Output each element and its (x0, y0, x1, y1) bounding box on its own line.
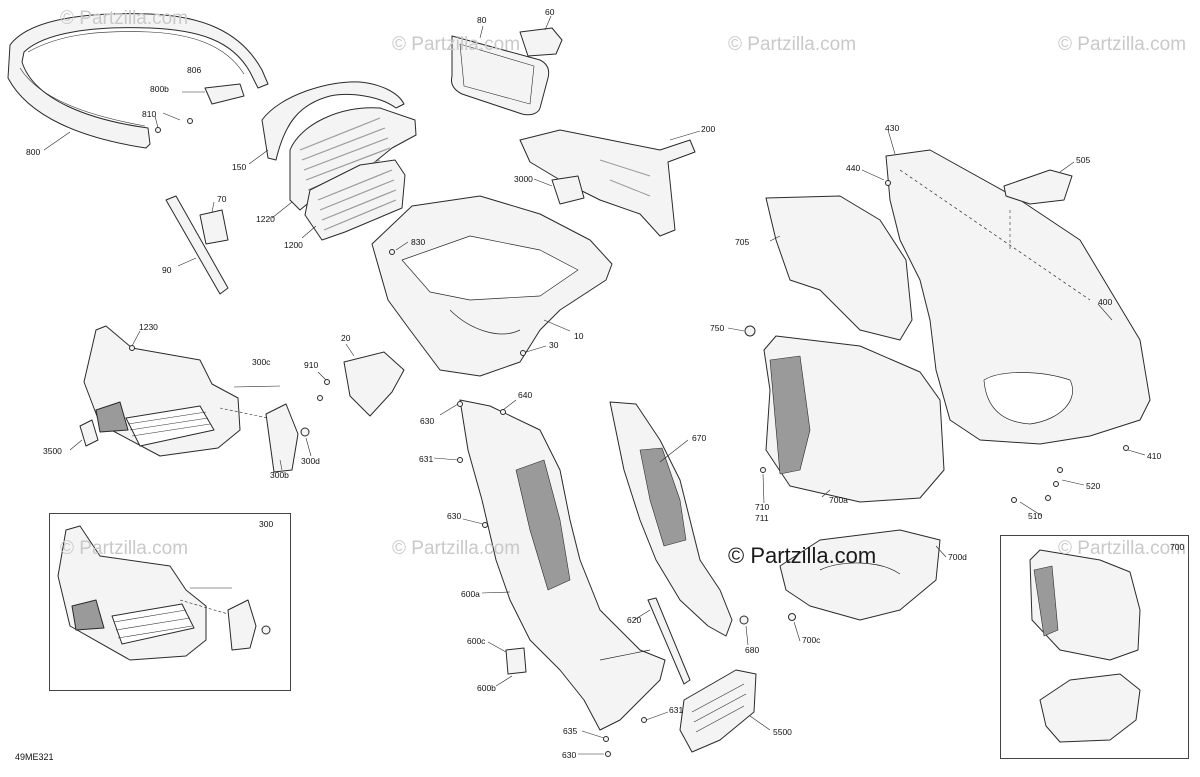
callout-300b: 300b (270, 470, 289, 480)
part-300b (265, 403, 299, 473)
callout-910: 910 (304, 360, 319, 370)
callout-705: 705 (735, 237, 750, 247)
diagram-code: 49ME321 (15, 752, 54, 762)
callout-300c: 300c (252, 357, 271, 367)
callout-635: 635 (563, 726, 578, 736)
front-bumper-bar-800 (7, 13, 269, 149)
cap-3500 (79, 419, 99, 447)
callout-30: 30 (549, 340, 559, 350)
callout-631-bottom: 631 (669, 705, 684, 715)
callout-640: 640 (518, 390, 533, 400)
cover-505 (1003, 169, 1073, 205)
callout-150: 150 (232, 162, 247, 172)
callout-80: 80 (477, 15, 487, 25)
front-storage-tub-10 (371, 195, 613, 377)
callout-806: 806 (187, 65, 202, 75)
callout-5500: 5500 (773, 727, 792, 737)
side-panel-300 (83, 325, 241, 457)
leader-lines (43, 15, 1146, 755)
washer-750 (744, 325, 756, 337)
callout-700d: 700d (948, 552, 967, 562)
fasteners-635-630 (603, 717, 647, 757)
grille-1200 (304, 159, 406, 241)
panel-705 (765, 195, 913, 341)
cover-60 (519, 27, 563, 57)
callout-600a: 600a (461, 589, 480, 599)
watermark: © Partzilla.com (1058, 538, 1187, 559)
side-panel-600a (459, 399, 666, 731)
clip-700c (788, 613, 796, 621)
callout-600c: 600c (467, 636, 486, 646)
trim-600c (505, 647, 527, 675)
callout-630-bottom: 630 (562, 750, 577, 760)
callout-630-mid: 630 (447, 511, 462, 521)
callout-70: 70 (217, 194, 227, 204)
panel-80 (451, 35, 550, 116)
callout-600b: 600b (477, 683, 496, 693)
callout-700a: 700a (829, 495, 848, 505)
callout-631-top: 631 (419, 454, 434, 464)
inset-700-panel (1029, 549, 1141, 743)
callout-510: 510 (1028, 511, 1043, 521)
side-panel-670 (609, 401, 733, 637)
callout-710: 710 (755, 502, 770, 512)
clip-3000 (551, 175, 585, 205)
callout-700: 700 (1170, 542, 1185, 552)
front-panel-150 (261, 81, 405, 161)
bracket-20 (343, 351, 405, 417)
callout-1230: 1230 (139, 322, 158, 332)
callout-3000: 3000 (514, 174, 533, 184)
callout-630-top: 630 (420, 416, 435, 426)
callout-400: 400 (1098, 297, 1113, 307)
inset-box-700 (1000, 535, 1189, 759)
callout-711: 711 (755, 513, 769, 523)
callout-800b: 800b (150, 84, 169, 94)
callout-520: 520 (1086, 481, 1101, 491)
callout-3500: 3500 (43, 446, 62, 456)
callout-300: 300 (259, 519, 274, 529)
callout-200: 200 (701, 124, 716, 134)
strip-90 (165, 195, 229, 295)
callout-90: 90 (162, 265, 172, 275)
rear-tub-400 (885, 149, 1151, 445)
callout-680: 680 (745, 645, 760, 655)
callout-505: 505 (1076, 155, 1091, 165)
callout-620: 620 (627, 615, 642, 625)
callout-20: 20 (341, 333, 351, 343)
watermark: © Partzilla.com (728, 34, 857, 55)
inset-box-300 (49, 513, 291, 691)
watermark: © Partzilla.com (60, 538, 189, 559)
screw-910 (317, 379, 330, 401)
callout-10: 10 (574, 331, 584, 341)
callout-750: 750 (710, 323, 725, 333)
strip-620 (647, 597, 691, 685)
callout-810: 810 (142, 109, 157, 119)
inset-300-panel (57, 525, 271, 661)
callout-1220: 1220 (256, 214, 275, 224)
callout-800: 800 (26, 147, 41, 157)
callout-1200: 1200 (284, 240, 303, 250)
watermark: © Partzilla.com (60, 8, 189, 29)
callout-670: 670 (692, 433, 707, 443)
callout-700c: 700c (802, 635, 821, 645)
grille-5500 (679, 669, 757, 753)
watermark: © Partzilla.com (392, 538, 521, 559)
watermark: © Partzilla.com (392, 34, 521, 55)
callout-430: 430 (885, 123, 900, 133)
watermark: © Partzilla.com (1058, 34, 1187, 55)
fastener-300d (300, 427, 310, 437)
panel-700a (763, 335, 945, 503)
callout-60: 60 (545, 7, 555, 17)
callout-300d: 300d (301, 456, 320, 466)
callout-440: 440 (846, 163, 861, 173)
callout-830: 830 (411, 237, 426, 247)
clip-680 (739, 615, 749, 625)
cover-70 (199, 209, 229, 245)
fasteners-misc (129, 180, 1129, 528)
callout-410: 410 (1147, 451, 1162, 461)
partzilla-brand: © Partzilla.com (728, 543, 877, 568)
panel-700d (779, 529, 941, 621)
